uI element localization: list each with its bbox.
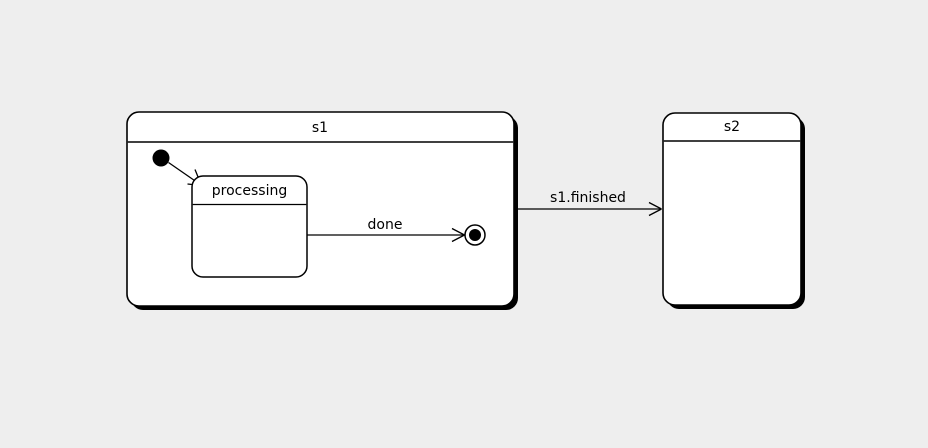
- initial-state-marker[interactable]: [152, 149, 170, 167]
- state-s1-body[interactable]: [126, 111, 515, 307]
- state-processing-label: processing: [212, 183, 287, 199]
- transition-s1-finished-arrowhead: [648, 201, 662, 217]
- state-s1[interactable]: s1: [126, 111, 518, 310]
- final-state-marker[interactable]: [464, 224, 486, 246]
- state-s2[interactable]: s2: [662, 112, 805, 309]
- state-s1-label: s1: [312, 120, 328, 136]
- transition-s1-finished[interactable]: s1.finished: [516, 190, 662, 217]
- state-s2-body[interactable]: [662, 112, 802, 306]
- transition-done-label: done: [368, 217, 403, 233]
- final-state-inner-circle: [469, 229, 481, 241]
- transition-s1-finished-label: s1.finished: [550, 190, 626, 206]
- state-processing[interactable]: processing: [191, 175, 308, 278]
- state-s2-label: s2: [724, 119, 740, 135]
- initial-state-circle[interactable]: [152, 149, 170, 167]
- transition-done[interactable]: done: [307, 217, 465, 243]
- transition-done-arrowhead: [451, 227, 465, 243]
- state-processing-body[interactable]: [191, 175, 308, 278]
